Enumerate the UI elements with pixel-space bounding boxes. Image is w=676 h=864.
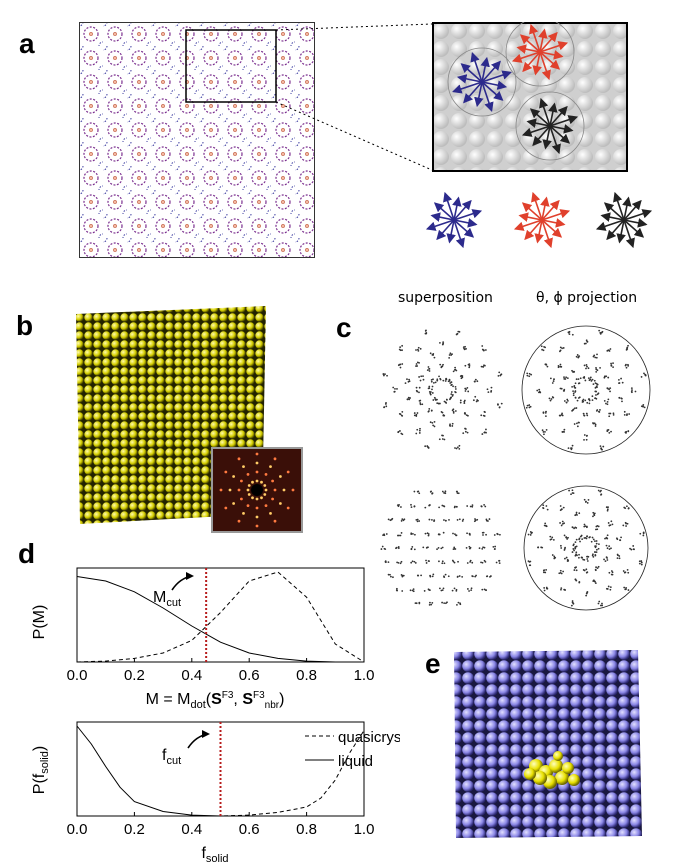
top-cut-label: Mcut [153, 589, 181, 609]
bottom-quasicrystal-line [77, 730, 365, 817]
panel-letter-e: e [425, 648, 441, 679]
bottom-x-tick-1: 0.2 [124, 821, 145, 838]
bottom-x-tick-5: 1.0 [354, 821, 375, 838]
bond-order-projections [380, 325, 651, 611]
panel-letter-b: b [16, 310, 34, 341]
black-star [595, 191, 653, 249]
zoom-region-box [185, 29, 277, 103]
top-chart-frame [76, 567, 365, 663]
top-x-tick-0: 0.0 [67, 667, 88, 684]
col-title-superposition: superposition [398, 290, 493, 306]
panel-letter-a: a [19, 28, 35, 59]
bottom-x-tick-4: 0.8 [296, 821, 317, 838]
nucleus-simulation [454, 650, 642, 838]
legend-liquid: liquid [338, 753, 373, 770]
top-x-tick-2: 0.4 [181, 667, 202, 684]
projection-top [521, 325, 651, 455]
zoom-inset [432, 22, 628, 172]
arrow-stars-row [425, 191, 653, 249]
bottom-chart: 0.0 0.2 0.4 0.6 0.8 1.0 P(fsolid) fcut quasic… [31, 721, 400, 864]
bottom-x-tick-2: 0.4 [181, 821, 202, 838]
bottom-x-tick-0: 0.0 [67, 821, 88, 838]
top-quasicrystal-line [76, 571, 365, 663]
top-xlabel: M = Mdot(SF3, SF3nbr) [146, 690, 285, 711]
bottom-liquid-line [76, 725, 364, 817]
top-x-tick-4: 0.8 [296, 667, 317, 684]
top-liquid-line [76, 576, 364, 663]
top-x-tick-3: 0.6 [239, 667, 260, 684]
zoom-lines [275, 23, 433, 171]
projection-bottom [523, 485, 649, 611]
bottom-cut-label: fcut [162, 747, 181, 767]
panel-letter-d: d [18, 538, 36, 569]
col-title-projection: θ, ϕ projection [536, 290, 638, 306]
top-x-tick-5: 1.0 [354, 667, 375, 684]
superposition-bottom [380, 490, 501, 606]
top-ylabel: P(M) [31, 605, 48, 640]
inset-blue-star [452, 52, 512, 112]
tiling-image [79, 22, 315, 258]
quasicrystal-cube [76, 306, 303, 533]
bottom-ylabel: P(fsolid) [31, 746, 51, 794]
inset-black-star [521, 97, 579, 155]
solid-cluster [524, 751, 580, 789]
probability-charts: 0.0 0.2 0.4 0.6 0.8 1.0 P(M) Mcut M = Mdot(SF… [31, 567, 400, 864]
top-x-tick-1: 0.2 [124, 667, 145, 684]
panel-letter-c: c [336, 312, 352, 343]
legend-quasicrystal: quasicrystal [338, 729, 400, 746]
red-star [513, 191, 571, 249]
bottom-x-tick-3: 0.6 [239, 821, 260, 838]
superposition-top [382, 329, 503, 450]
legend: quasicrystal liquid [305, 729, 400, 770]
inset-red-star [511, 23, 569, 81]
top-chart: 0.0 0.2 0.4 0.6 0.8 1.0 P(M) Mcut M = Mdot(SF… [31, 567, 375, 711]
blue-star [425, 191, 483, 249]
bottom-xlabel: fsolid [201, 845, 228, 864]
